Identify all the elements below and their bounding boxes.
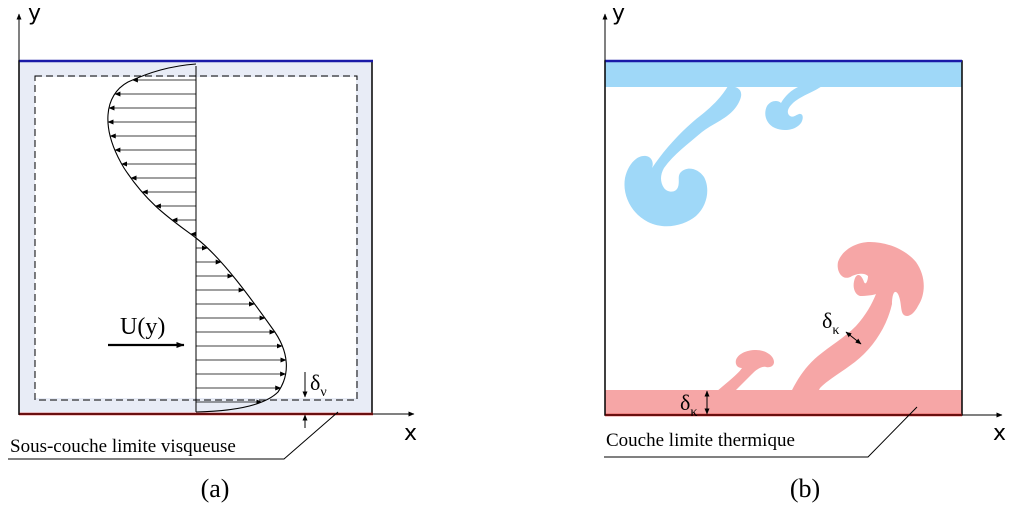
callout-leader <box>8 411 339 460</box>
caption-b: (b) <box>790 474 820 503</box>
panel-a: y x U(y) δν Sous-couche limite visqueuse… <box>8 1 417 503</box>
velocity-profile-curve <box>107 63 287 413</box>
hot-plume-large <box>791 242 924 392</box>
x-axis-label: x <box>404 421 417 446</box>
hot-plume-small <box>716 350 774 392</box>
callout-leader-b <box>604 406 918 458</box>
x-axis-label-b: x <box>993 421 1006 446</box>
delta-kappa-label-plume: δκ <box>822 308 839 338</box>
delta-kappa-label-layer: δκ <box>680 390 697 420</box>
delta-kappa-plume-subscript: κ <box>832 323 839 338</box>
y-axis-label-b: y <box>612 1 625 26</box>
panel-b: y x δκ δκ Couche limite thermique (b) <box>602 1 1006 503</box>
velocity-label: U(y) <box>120 314 165 340</box>
callout-label-b: Couche limite thermique <box>606 430 795 451</box>
callout-label: Sous-couche limite visqueuse <box>10 436 236 457</box>
delta-nu-subscript: ν <box>320 385 326 400</box>
velocity-arrows <box>107 77 287 405</box>
cold-plume-large <box>624 86 742 227</box>
cold-plume-small <box>765 86 822 131</box>
caption-a: (a) <box>201 474 230 503</box>
delta-kappa-plume-arrow <box>845 331 862 345</box>
delta-kappa-subscript: κ <box>690 405 697 420</box>
delta-nu-label: δν <box>310 370 327 400</box>
y-axis-label: y <box>28 1 41 26</box>
hot-boundary-layer <box>605 390 962 415</box>
cold-boundary-layer <box>605 61 962 87</box>
